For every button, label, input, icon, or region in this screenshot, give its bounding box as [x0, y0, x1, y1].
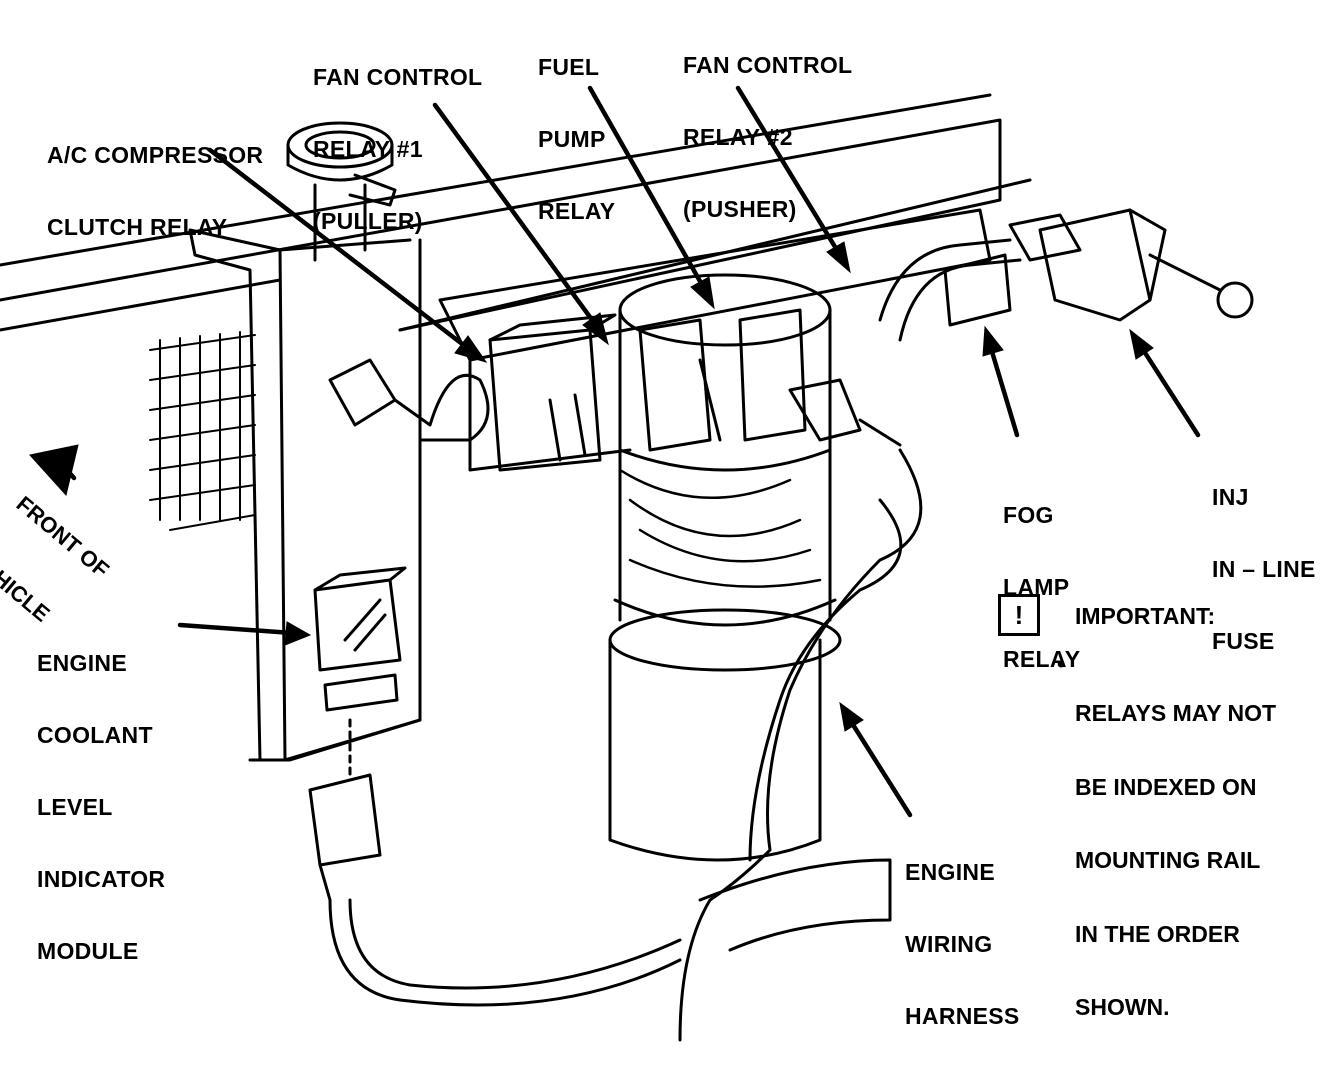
hose-fitting: [328, 358, 397, 427]
label-fan-control-relay-2: FAN CONTROL RELAY #2 (PUSHER): [683, 52, 853, 222]
important-icon: !: [998, 594, 1040, 636]
rail-top-edge: [0, 93, 992, 267]
label-ac-compressor-clutch-relay: A/C COMPRESSOR CLUTCH RELAY: [47, 142, 264, 240]
arrow-fan-relay-1: [432, 102, 609, 346]
arrow-wiring-harness: [839, 701, 913, 818]
radiator-fins: [149, 331, 256, 531]
arrow-front-of-vehicle: [29, 444, 79, 497]
inline-fuse: [1038, 208, 1152, 322]
upper-rail: [0, 118, 1002, 332]
arrow-fog-relay: [982, 325, 1020, 438]
label-fuel-pump-relay: FUEL PUMP RELAY: [538, 54, 616, 224]
ac-relay-body: [488, 328, 602, 472]
important-title: IMPORTANT:: [1075, 603, 1216, 629]
note-bullet: •: [1057, 651, 1066, 677]
main-harness: [678, 448, 923, 1042]
radiator-frame: [188, 228, 287, 762]
screw: [1148, 253, 1222, 292]
arrow-fan-relay-2: [735, 85, 851, 274]
arrow-fuel-pump-relay: [587, 85, 715, 310]
fog-relay-bracket: [943, 253, 1012, 327]
label-engine-wiring-harness: ENGINE WIRING HARNESS: [905, 859, 1020, 1029]
label-inj-inline-fuse: INJ IN – LINE FUSE: [1212, 484, 1316, 654]
arrow-inj-fuse: [1129, 328, 1201, 438]
note-text: RELAYS MAY NOT BE INDEXED ON MOUNTING RA…: [1075, 700, 1277, 1020]
lower-harness: [328, 898, 682, 1007]
arrow-coolant-module: [177, 621, 312, 646]
arrow-ac-relay: [207, 147, 488, 363]
coolant-module-body: [313, 578, 402, 672]
label-engine-coolant-level-module: ENGINE COOLANT LEVEL INDICATOR MODULE: [37, 650, 166, 964]
upper-rail-2: [0, 278, 282, 332]
important-note: • RELAYS MAY NOT BE INDEXED ON MOUNTING …: [1057, 652, 1276, 1069]
coolant-connector: [308, 773, 382, 867]
label-fan-control-relay-1: FAN CONTROL RELAY #1 (PULLER): [313, 64, 483, 234]
